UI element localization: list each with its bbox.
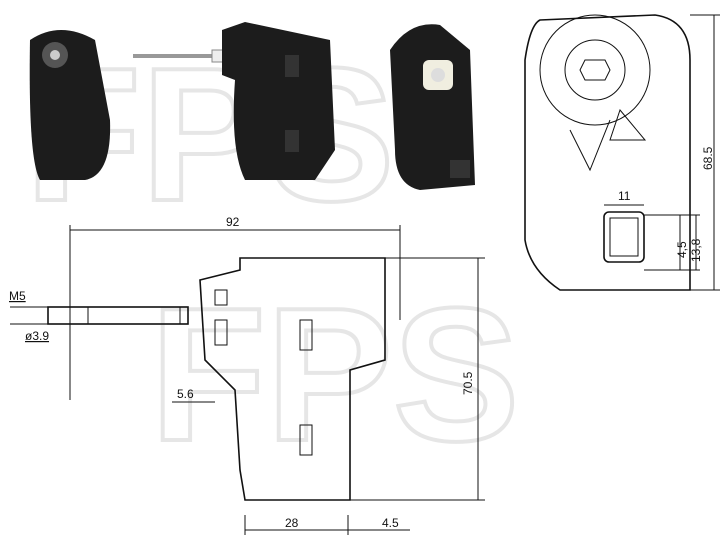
dim-base-width: 28 — [285, 516, 299, 530]
main-view-drawing — [10, 225, 485, 535]
dim-length: 92 — [226, 215, 240, 229]
dim-offset: 5.6 — [177, 387, 194, 401]
dim-side-height: 68.5 — [701, 146, 715, 170]
dim-connector-pin: 4,5 — [675, 241, 689, 258]
product-photo-back — [390, 24, 475, 191]
dim-thread: M5 — [9, 289, 26, 303]
dim-base-offset: 4.5 — [382, 516, 399, 530]
dim-connector-width: 11 — [618, 189, 631, 203]
dim-height: 70.5 — [461, 371, 475, 395]
side-view-drawing — [524, 14, 720, 291]
dim-diameter: ø3.9 — [25, 329, 49, 343]
dim-connector-height: 13,8 — [689, 238, 703, 262]
watermark-bottom: FPS — [150, 269, 520, 481]
product-photo-side — [133, 22, 335, 180]
product-photo-front — [29, 30, 111, 180]
